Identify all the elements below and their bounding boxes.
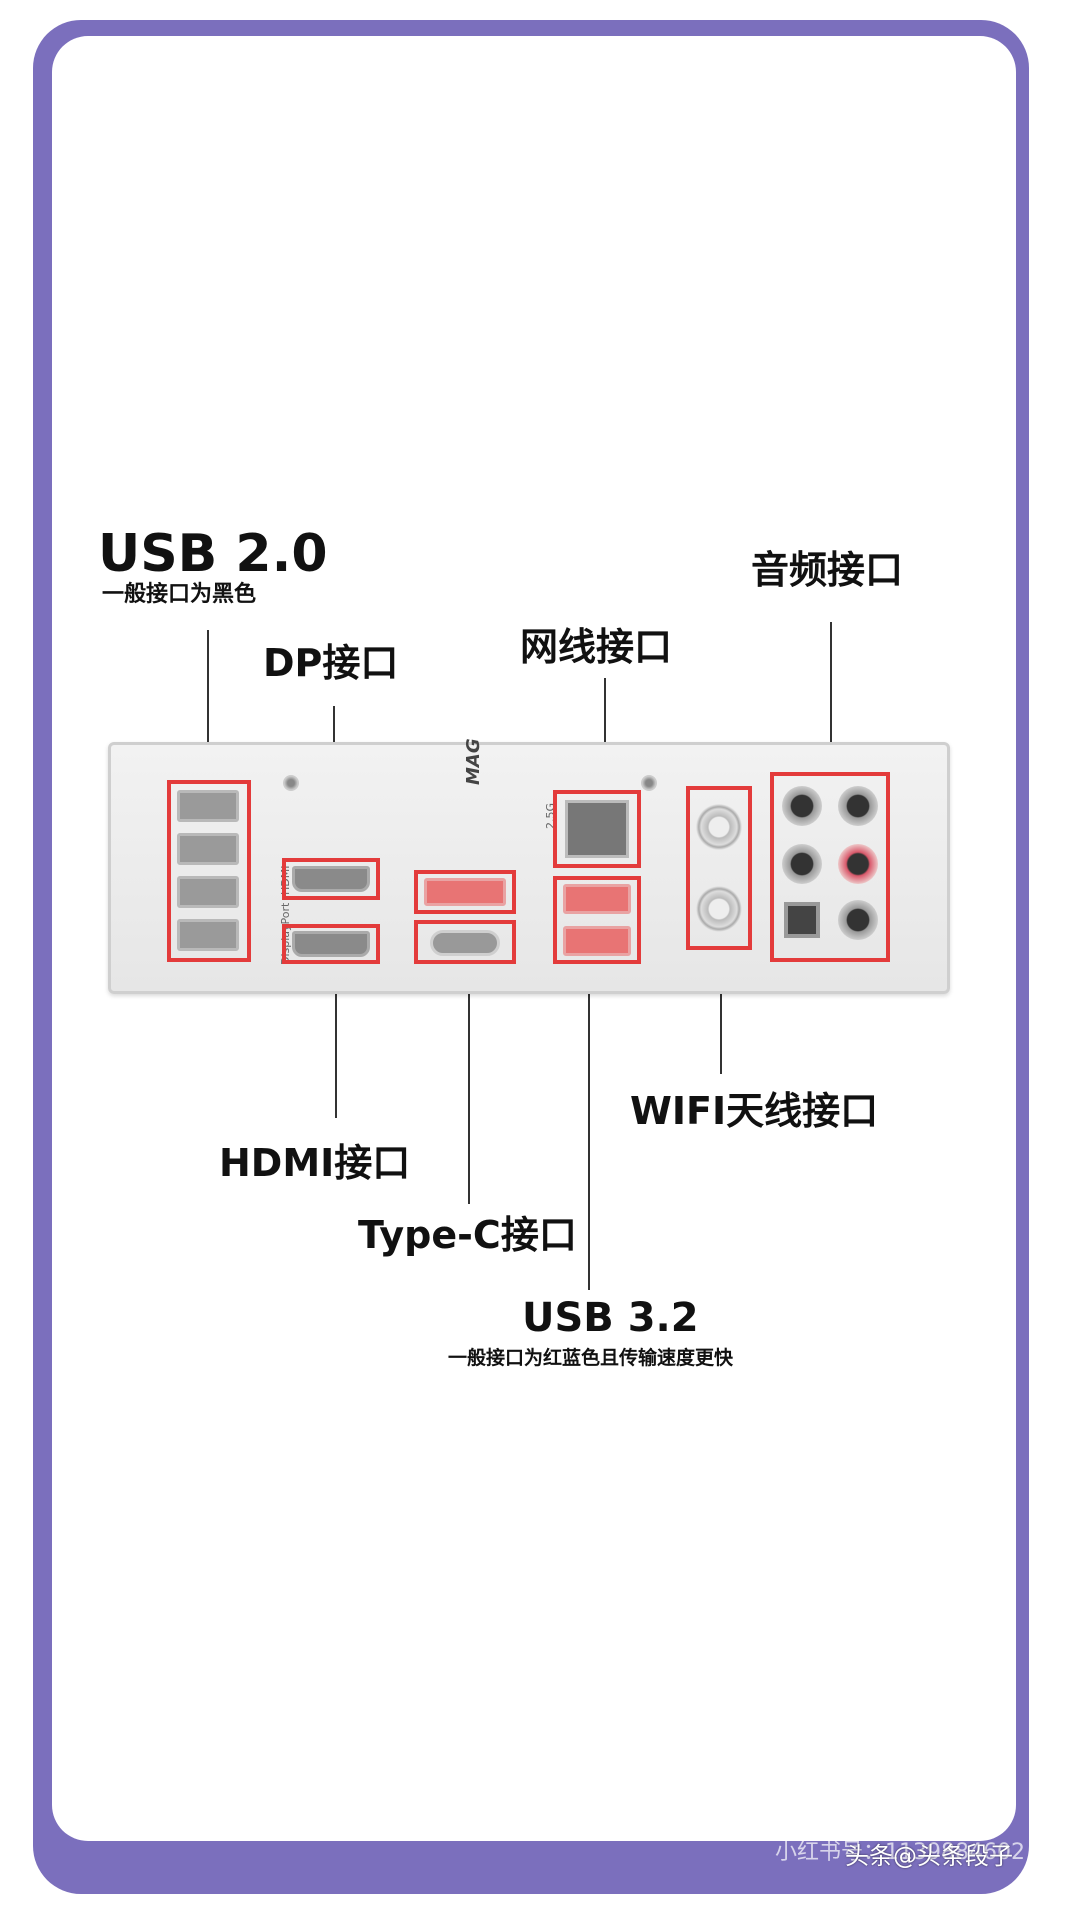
usb32-port-2 bbox=[563, 926, 631, 956]
highlight-hdmi bbox=[282, 924, 380, 964]
leader-usb32 bbox=[588, 960, 590, 1290]
audio-jack-3 bbox=[782, 844, 822, 884]
audio-jack-4 bbox=[838, 844, 878, 884]
audio-jack-2 bbox=[838, 786, 878, 826]
label-dp: DP接口 bbox=[263, 641, 399, 685]
label-usb32: USB 3.2 bbox=[522, 1295, 699, 1341]
leader-typec bbox=[468, 964, 470, 1204]
leader-usb20 bbox=[207, 630, 209, 780]
audio-jack-1 bbox=[782, 786, 822, 826]
screw-left bbox=[283, 775, 299, 791]
ethernet-port bbox=[565, 800, 629, 858]
optical-spdif-port bbox=[784, 902, 820, 938]
brand-logo: MAG bbox=[463, 738, 484, 785]
label-ethernet: 网线接口 bbox=[520, 625, 673, 669]
highlight-usb32 bbox=[553, 876, 641, 964]
wifi-antenna-2 bbox=[696, 886, 742, 932]
usb20-port-2 bbox=[177, 833, 239, 865]
highlight-dp bbox=[282, 858, 380, 900]
highlight-ethernet bbox=[553, 790, 641, 868]
watermark-platform: 小红书号：1139884602 bbox=[775, 1840, 1025, 1865]
label-typec: Type-C接口 bbox=[358, 1213, 577, 1257]
label-usb32-sub: 一般接口为红蓝色且传输速度更快 bbox=[448, 1347, 734, 1369]
label-audio: 音频接口 bbox=[751, 548, 904, 592]
label-usb20: USB 2.0 bbox=[98, 524, 328, 584]
leader-wifi bbox=[720, 950, 722, 1074]
usb-a-port-top bbox=[424, 878, 506, 906]
highlight-usb20 bbox=[167, 780, 251, 962]
highlight-typec bbox=[414, 920, 516, 964]
highlight-usb-a-top bbox=[414, 870, 516, 914]
usb20-port-1 bbox=[177, 790, 239, 822]
usb32-port-1 bbox=[563, 884, 631, 914]
hdmi-port bbox=[292, 931, 370, 957]
screw-right bbox=[641, 775, 657, 791]
typec-port bbox=[430, 930, 500, 956]
leader-ethernet bbox=[604, 678, 606, 790]
leader-hdmi bbox=[335, 966, 337, 1118]
wifi-antenna-1 bbox=[696, 804, 742, 850]
watermark-source: 头条@头条段子 bbox=[845, 1842, 1013, 1870]
usb20-port-3 bbox=[177, 876, 239, 908]
usb20-port-4 bbox=[177, 919, 239, 951]
audio-jack-5 bbox=[838, 900, 878, 940]
highlight-audio bbox=[770, 772, 890, 962]
label-wifi: WIFI天线接口 bbox=[630, 1089, 879, 1133]
label-usb20-sub: 一般接口为黑色 bbox=[102, 582, 257, 607]
dp-port bbox=[292, 866, 370, 892]
leader-audio bbox=[830, 622, 832, 774]
label-hdmi: HDMI接口 bbox=[219, 1141, 411, 1185]
highlight-wifi bbox=[686, 786, 752, 950]
